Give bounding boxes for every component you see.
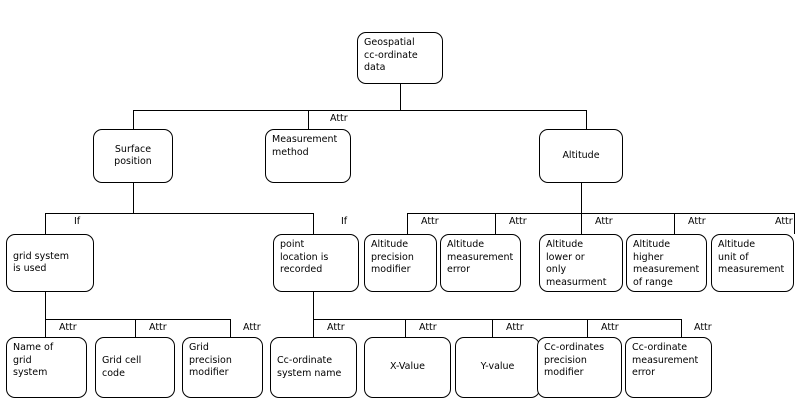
edge-label-point-coordinates-precision: Attr	[601, 322, 619, 333]
node-coordinates-precision-modifier[interactable]: Cc-ordinates precision modifier	[537, 337, 622, 398]
node-measurement-method[interactable]: Measurement method	[265, 129, 351, 183]
edge-grid-children-bus	[45, 319, 230, 320]
edge-label-surface-grid-system: If	[74, 216, 81, 227]
edge-point-to-coordinates-precision-modifier	[587, 319, 588, 337]
edge-surface-to-grid-system	[45, 213, 46, 234]
edge-label-altitude-precision-modifier: Attr	[421, 216, 439, 227]
edge-label-point-y-value: Attr	[506, 322, 524, 333]
edge-altitude-to-lower-or-only	[581, 213, 582, 234]
node-x-value[interactable]: X-Value	[364, 337, 451, 398]
node-root[interactable]: Geospatial cc-ordinate data	[357, 32, 443, 84]
node-name-of-grid-system[interactable]: Name of grid system	[6, 337, 87, 398]
edge-point-location-stem	[313, 292, 314, 319]
edge-point-to-x-value	[405, 319, 406, 337]
edge-label-point-coordinate-system-name: Attr	[327, 322, 345, 333]
edge-label-point-coordinate-measurement-error: Attr	[694, 322, 712, 333]
node-grid-cell-code[interactable]: Grid cell code	[95, 337, 175, 398]
edge-label-point-x-value: Attr	[419, 322, 437, 333]
edge-altitude-children-bus	[407, 213, 794, 214]
edge-label-grid-precision-modifier: Attr	[243, 322, 261, 333]
edge-label-grid-name-of-grid-system: Attr	[59, 322, 77, 333]
edge-point-children-bus	[313, 319, 681, 320]
edge-grid-to-name-of-grid-system	[45, 319, 46, 337]
edge-grid-to-grid-precision-modifier	[230, 319, 231, 337]
edge-point-to-y-value	[492, 319, 493, 337]
edge-altitude-to-precision-modifier	[407, 213, 408, 234]
edge-label-altitude-lower-or-only: Attr	[595, 216, 613, 227]
edge-label-altitude-unit-of-measurement: Attr	[775, 216, 793, 227]
edge-altitude-to-higher-of-range	[674, 213, 675, 234]
edge-grid-system-stem	[45, 292, 46, 319]
edge-label-surface-point-location: If	[341, 216, 348, 227]
edge-label-root-measurement-method: Attr	[330, 113, 348, 124]
edge-altitude-to-measurement-error	[495, 213, 496, 234]
edge-label-grid-cell-code: Attr	[149, 322, 167, 333]
edge-surface-to-point-location	[313, 213, 314, 234]
edge-altitude-stem	[581, 183, 582, 213]
edge-surface-position-stem	[133, 183, 134, 213]
node-coordinate-measurement-error[interactable]: Cc-ordinate measurement error	[625, 337, 712, 398]
node-altitude-unit-of-measurement[interactable]: Altitude unit of measurement	[711, 234, 794, 292]
edge-grid-to-grid-cell-code	[135, 319, 136, 337]
node-y-value[interactable]: Y-value	[455, 337, 540, 398]
node-grid-system-is-used[interactable]: grid system is used	[6, 234, 94, 292]
edge-point-to-coordinate-system-name	[313, 319, 314, 337]
edge-altitude-to-unit-of-measurement	[794, 213, 795, 234]
node-point-location-is-recorded[interactable]: point location is recorded	[273, 234, 359, 292]
node-altitude-lower-or-only-measurment[interactable]: Altitude lower or only measurment	[539, 234, 623, 292]
edge-root-to-altitude	[586, 110, 587, 129]
edge-root-stem	[400, 84, 401, 110]
edge-surface-children-bus	[45, 213, 314, 214]
node-altitude-higher-measurement-of-range[interactable]: Altitude higher measurement of range	[626, 234, 707, 292]
node-coordinate-system-name[interactable]: Cc-ordinate system name	[270, 337, 357, 398]
node-altitude-precision-modifier[interactable]: Altitude precision modifier	[364, 234, 437, 292]
node-surface-position[interactable]: Surface position	[93, 129, 173, 183]
edge-root-to-surface-position	[133, 110, 134, 129]
edge-label-altitude-higher-of-range: Attr	[688, 216, 706, 227]
edge-point-to-coordinate-measurement-error	[681, 319, 682, 337]
node-grid-precision-modifier[interactable]: Grid precision modifier	[182, 337, 263, 398]
node-altitude[interactable]: Altitude	[539, 129, 623, 183]
edge-level1-bus	[133, 110, 586, 111]
edge-label-altitude-measurement-error: Attr	[509, 216, 527, 227]
edge-root-to-measurement-method	[308, 110, 309, 129]
node-altitude-measurement-error[interactable]: Altitude measurement error	[440, 234, 521, 292]
